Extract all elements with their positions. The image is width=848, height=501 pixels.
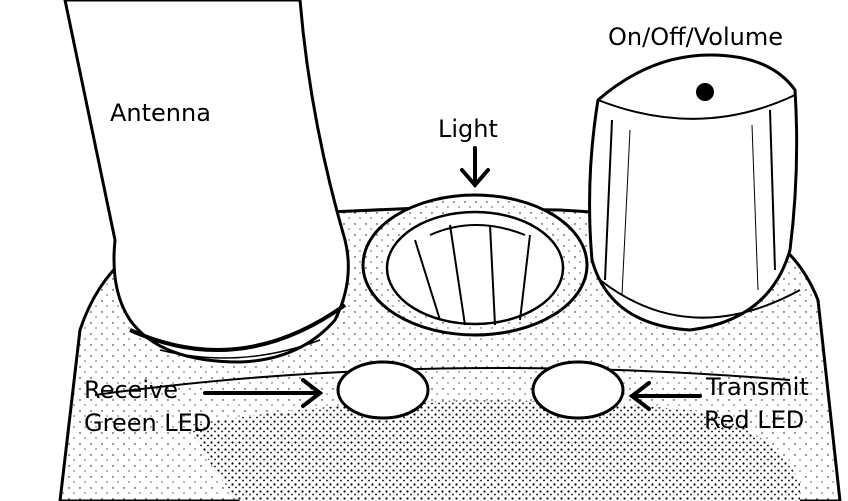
light-lens — [387, 212, 563, 324]
receive-label-line2: Green LED — [84, 408, 211, 438]
receive-led — [338, 362, 428, 418]
volume-knob-shape — [590, 55, 797, 330]
transmit-label-line2: Red LED — [704, 405, 804, 435]
receive-label-line1: Receive — [84, 375, 178, 405]
on-off-volume-label: On/Off/Volume — [608, 22, 783, 52]
transmit-label-line1: Transmit — [706, 372, 809, 402]
transmit-led — [533, 362, 623, 418]
antenna-label: Antenna — [110, 98, 211, 128]
light-label: Light — [438, 114, 498, 144]
light-arrow — [462, 148, 488, 185]
